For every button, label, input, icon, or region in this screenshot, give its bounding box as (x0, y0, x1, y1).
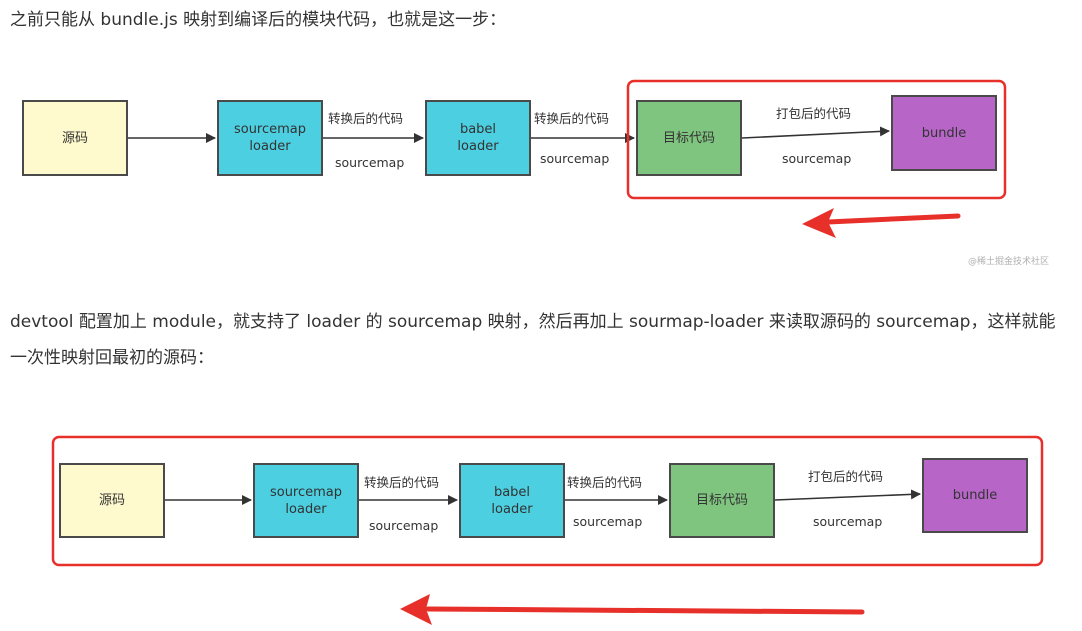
arrow-target-to-bundle (774, 489, 921, 501)
babel-loader-node: babel loader (425, 100, 531, 176)
source-node: 源码 (59, 463, 165, 538)
edge-label-sourcemap: sourcemap (369, 518, 439, 533)
target-code-node: 目标代码 (669, 463, 775, 538)
explanation-paragraph: devtool 配置加上 module，就支持了 loader 的 source… (10, 312, 1056, 368)
target-code-node: 目标代码 (636, 100, 742, 176)
bundle-node: bundle (922, 458, 1028, 533)
red-arrow-left-icon (400, 594, 865, 625)
edge-label-transformed-code: 转换后的代码 (364, 475, 440, 490)
watermark: @稀土掘金技术社区 (968, 257, 1050, 267)
edge-label-sourcemap: sourcemap (540, 151, 610, 166)
sourcemap-loader-node: sourcemap loader (217, 100, 323, 176)
intro-paragraph: 之前只能从 bundle.js 映射到编译后的模块代码，也就是这一步： (10, 10, 507, 30)
sourcemap-loader-node: sourcemap loader (253, 463, 359, 538)
red-arrow-left-icon (802, 208, 961, 238)
arrow-target-to-bundle (741, 126, 890, 139)
edge-label-sourcemap: sourcemap (813, 514, 883, 529)
edge-label-transformed-code: 转换后的代码 (534, 111, 610, 126)
edge-label-sourcemap: sourcemap (335, 155, 405, 170)
edge-label-bundled-code: 打包后的代码 (808, 469, 884, 484)
babel-loader-node: babel loader (459, 463, 565, 538)
edge-label-sourcemap: sourcemap (782, 151, 852, 166)
edge-label-transformed-code: 转换后的代码 (567, 475, 643, 490)
edge-label-transformed-code: 转换后的代码 (328, 111, 404, 126)
edge-label-sourcemap: sourcemap (573, 514, 643, 529)
edge-label-bundled-code: 打包后的代码 (776, 106, 852, 121)
source-node: 源码 (22, 100, 128, 176)
bundle-node: bundle (891, 95, 997, 171)
